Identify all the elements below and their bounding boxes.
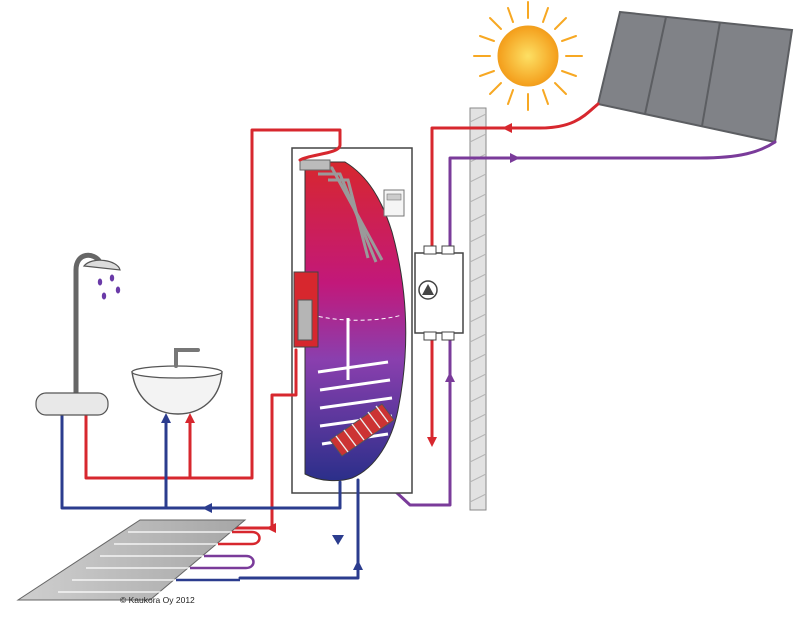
- water-heater-icon: [291, 147, 413, 494]
- shower-icon: [35, 252, 121, 416]
- pump-station-icon: [414, 245, 464, 341]
- mounting-post: [469, 107, 487, 511]
- sun-icon: [473, 1, 583, 111]
- cold-water-pipes: [57, 405, 363, 580]
- solar-panel-icon: [596, 10, 794, 144]
- sink-icon: [131, 348, 223, 415]
- solar-loop-pipes: [394, 102, 777, 507]
- solar-heat-exchanger: [329, 403, 395, 457]
- hot-water-pipes: [81, 128, 342, 533]
- copyright-text: © Kaukora Oy 2012: [120, 595, 195, 605]
- floor-heating-icon: [16, 519, 261, 601]
